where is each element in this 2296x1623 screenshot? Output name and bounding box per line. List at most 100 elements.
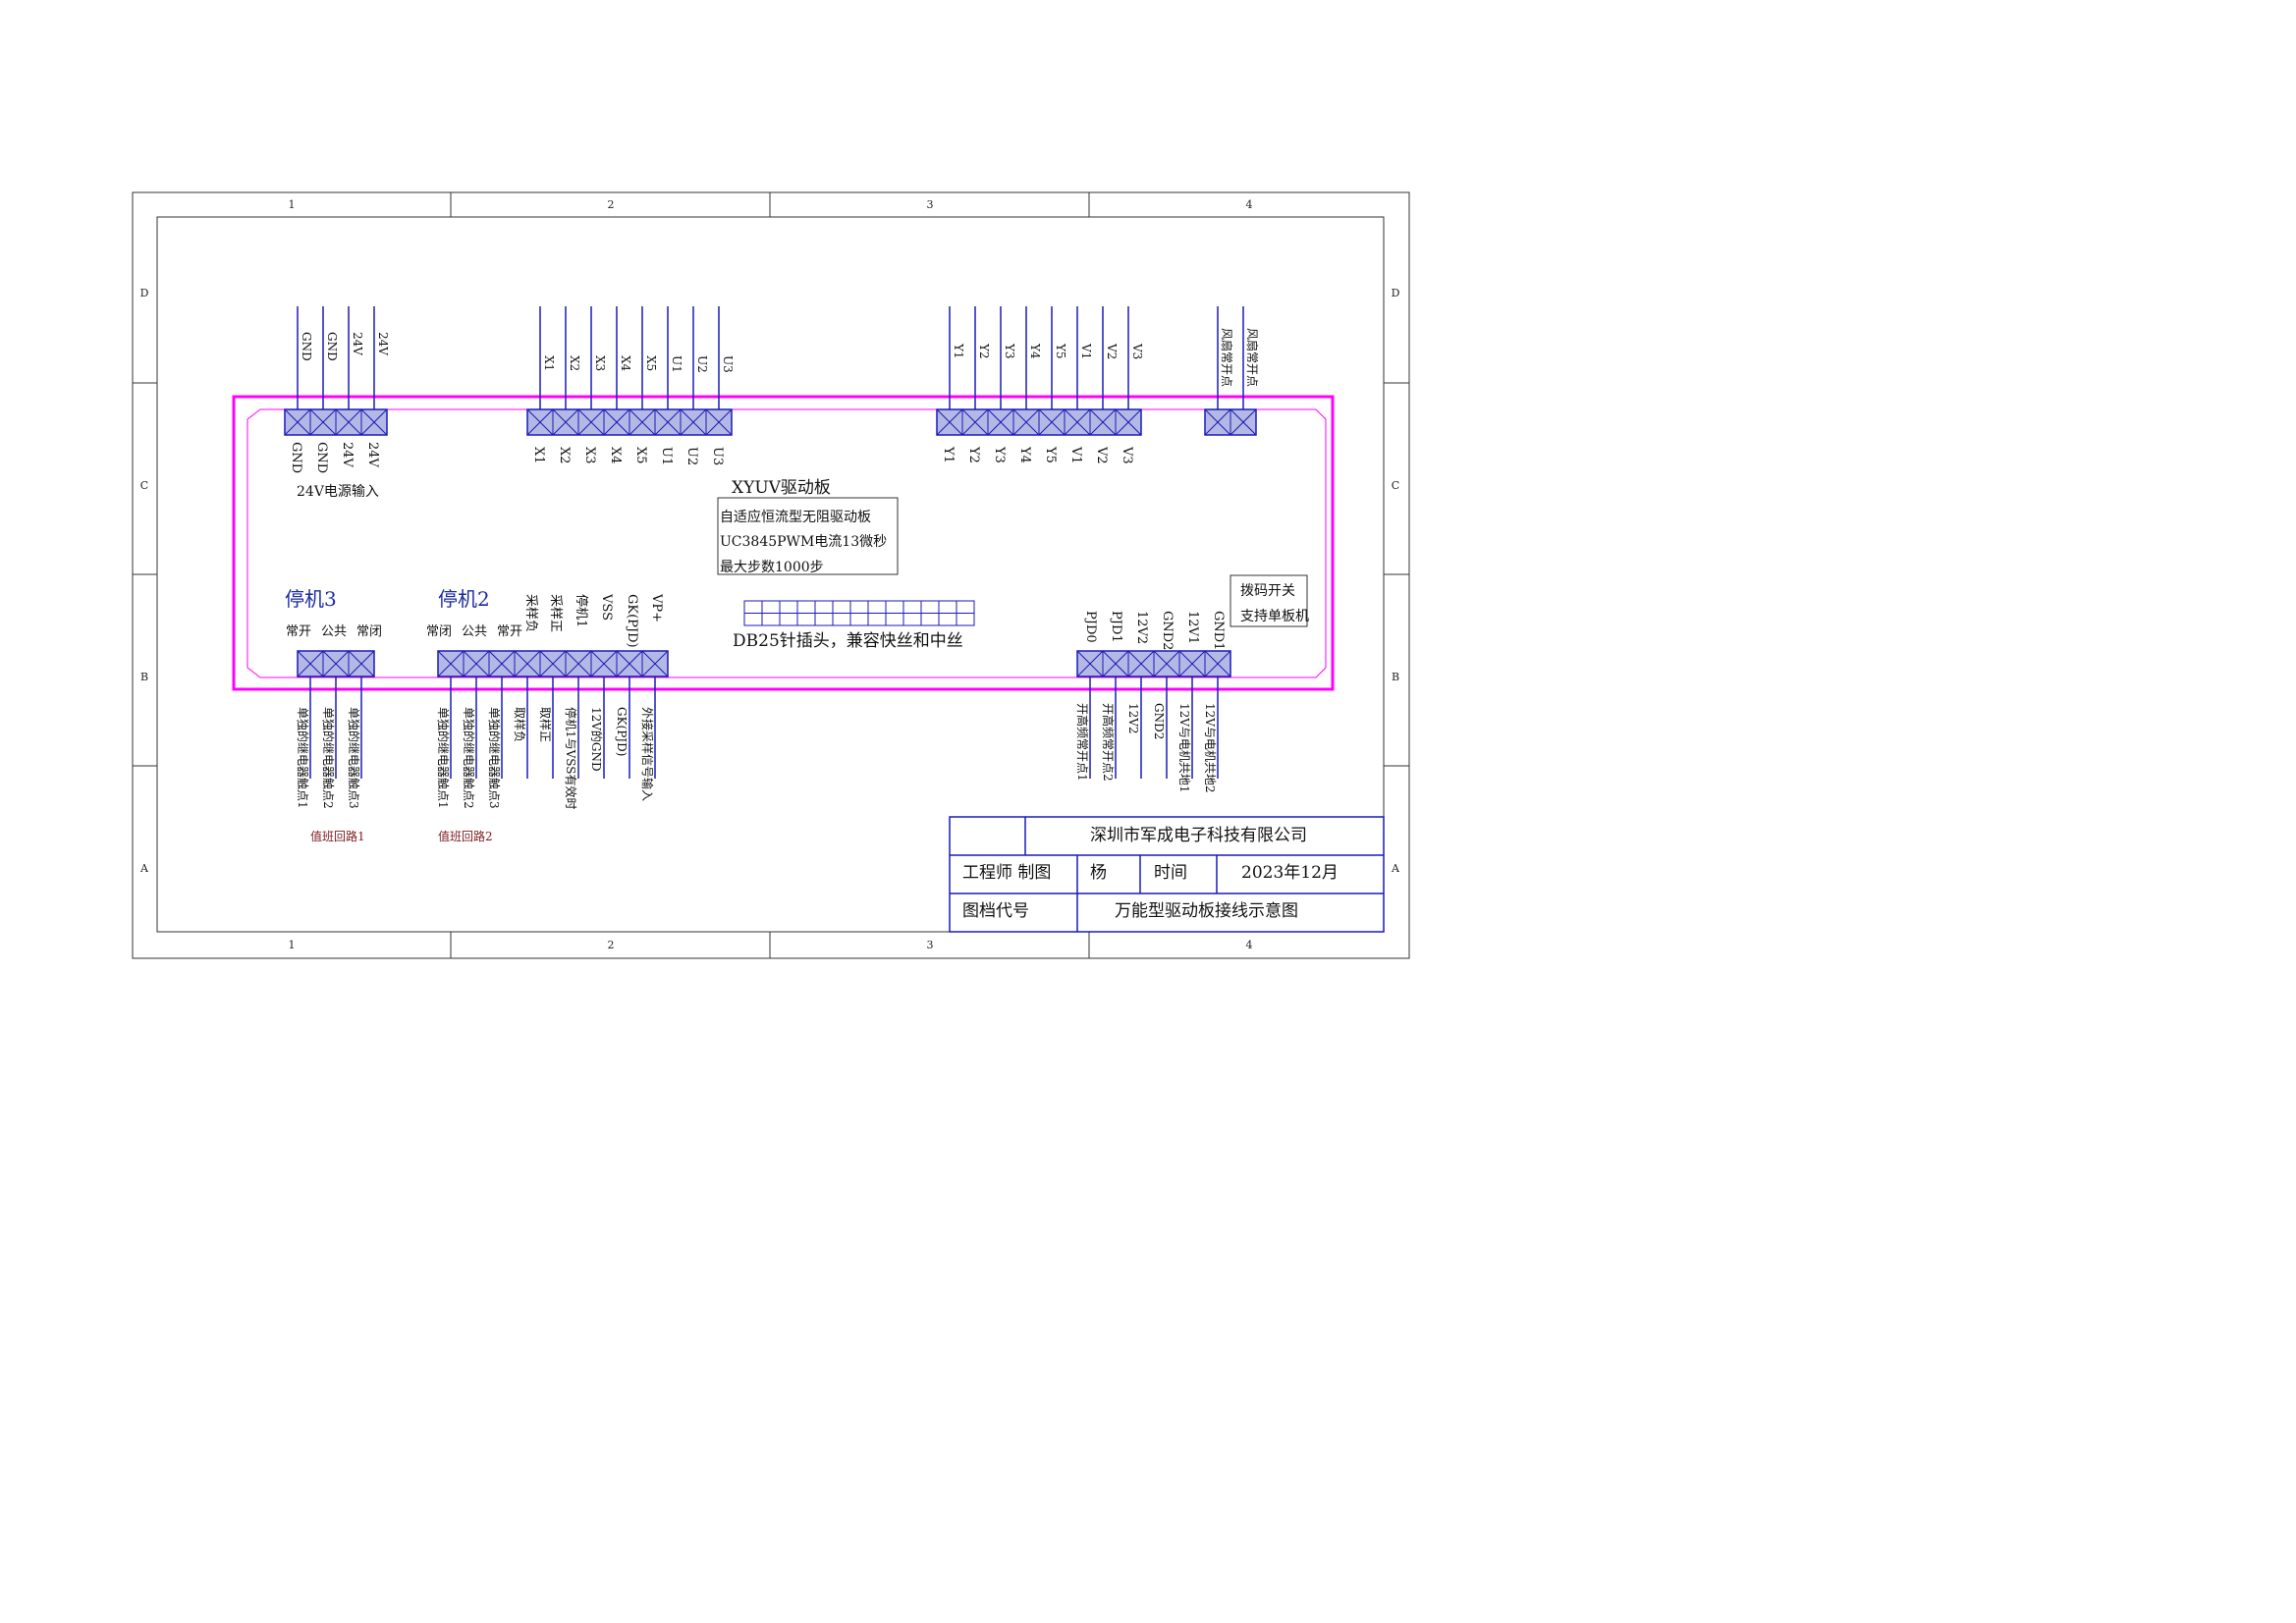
grid-column-label-top: 3: [927, 198, 934, 211]
xu-pin-label: X5: [633, 447, 648, 464]
grid-column-label-top: 2: [608, 198, 615, 211]
yv-pin-label: Y3: [992, 446, 1007, 463]
grid-row-label-right: D: [1392, 287, 1400, 299]
xu-pin-label: X3: [582, 447, 597, 464]
yv-pin-label: Y5: [1043, 446, 1058, 463]
stop2-wire-label: 单独的继电器触点1: [436, 707, 451, 809]
stop3-wire-label: 单独的继电器触点1: [296, 707, 310, 809]
stop2-wire-label: 12V的GND: [589, 707, 604, 772]
stop2-contact-label: 常闭: [426, 624, 452, 639]
pjd-pin-block: [1076, 650, 1231, 677]
pjd-pin-label: 12V1: [1185, 611, 1200, 644]
pjd-wire-label: 12V与电机共地2: [1203, 703, 1217, 793]
grid-column-label-top: 4: [1246, 198, 1253, 211]
stop3-wire-label: 单独的继电器触点2: [321, 707, 336, 809]
drawing-name: 万能型驱动板接线示意图: [1115, 901, 1298, 921]
yv-wire-label: Y5: [1054, 343, 1067, 359]
xu-pin-label: X1: [531, 447, 546, 464]
stop2-wire-label: GK(PJD): [615, 707, 629, 756]
grid-row-label-right: C: [1392, 479, 1399, 492]
stop3-pin-label: 常开: [286, 624, 311, 639]
grid-row-label-right: B: [1392, 671, 1399, 683]
duty-loop-2-caption: 值班回路2: [438, 829, 493, 843]
xu-wire-label: U2: [695, 355, 709, 373]
yv-pin-block: [936, 408, 1142, 436]
grid-column-label-bottom: 3: [927, 939, 934, 951]
stop2-contact-label: 常开: [497, 624, 522, 639]
board-info-line-1: 自适应恒流型无阻驱动板: [720, 509, 871, 525]
wires: [297, 306, 1244, 779]
power-pin-label: 24V: [365, 442, 380, 468]
power-pin-block: [284, 408, 388, 436]
dip-switch-line-2: 支持单板机: [1240, 609, 1309, 624]
grid-column-label-bottom: 1: [289, 939, 296, 951]
board-info-line-2: UC3845PWM电流13微秒: [720, 534, 887, 550]
xu-pin-label: U1: [659, 447, 674, 465]
stop3-title: 停机3: [285, 587, 337, 611]
title-block: [949, 816, 1385, 933]
grid-row-label-left: C: [140, 479, 148, 492]
xu-pin-label: X2: [557, 447, 572, 464]
yv-wire-label: V2: [1105, 343, 1119, 359]
yv-pin-label: V2: [1094, 446, 1109, 464]
board-title: XYUV驱动板: [732, 478, 831, 498]
yv-pin-label: V1: [1068, 446, 1083, 464]
xu-wire-label: X5: [644, 355, 658, 371]
company-name: 深圳市军成电子科技有限公司: [1090, 826, 1307, 845]
drawing-date: 2023年12月: [1241, 863, 1339, 883]
duty-loop-1-caption: 值班回路1: [310, 829, 365, 843]
xu-pin-block: [526, 408, 733, 436]
pjd-pin-label: GND2: [1160, 611, 1175, 650]
engineer-label: 工程师 制图: [962, 863, 1051, 883]
power-pin-label: 24V: [340, 442, 355, 468]
pjd-wire-label: GND2: [1152, 703, 1166, 739]
power-wire-label: 24V: [351, 332, 364, 355]
pjd-pin-label: 12V2: [1134, 611, 1149, 644]
pin-labels: GNDGNDGNDGND24V24V24V24VX1X1X2X2X3X3X4X4…: [286, 328, 1260, 810]
xu-wire-label: U3: [721, 355, 735, 373]
fan-wire-label: 风扇常开点: [1220, 328, 1234, 387]
stop3-pin-block: [297, 650, 375, 677]
db25-caption: DB25针插头，兼容快丝和中丝: [733, 631, 963, 651]
board-outline: [232, 395, 1335, 691]
stop2-pin-label: VSS: [599, 593, 614, 621]
board-info-box: [717, 497, 899, 575]
grid-row-label-left: D: [140, 287, 149, 299]
xu-pin-label: U2: [684, 447, 699, 465]
stop2-pin-label: 停机1: [574, 594, 589, 627]
xu-wire-label: X4: [619, 355, 632, 372]
stop2-wire-label: 取样负: [513, 707, 527, 742]
frame-dividers: [133, 192, 1409, 958]
stop2-pin-block: [437, 650, 669, 677]
xu-pin-label: X4: [608, 447, 623, 464]
stop2-title: 停机2: [438, 587, 490, 611]
stop2-wire-label: 单独的继电器触点2: [462, 707, 476, 809]
yv-pin-label: Y1: [941, 446, 956, 463]
grid-column-label-bottom: 4: [1246, 939, 1253, 951]
xu-wire-label: X3: [593, 355, 607, 371]
grid-row-label-left: B: [140, 671, 148, 683]
pjd-pin-label: PJD0: [1083, 611, 1098, 643]
stop3-pin-label: 公共: [321, 624, 347, 639]
stop3-wire-label: 单独的继电器触点3: [347, 707, 361, 809]
yv-wire-label: V1: [1079, 343, 1093, 359]
board-info-line-3: 最大步数1000步: [720, 560, 824, 575]
pin-blocks: [284, 408, 1257, 677]
xu-wire-label: X1: [542, 355, 556, 371]
pjd-wire-label: 开高频常开点2: [1101, 703, 1116, 782]
pjd-pin-label: PJD1: [1109, 611, 1123, 643]
yv-pin-label: Y4: [1017, 446, 1032, 463]
power-wire-label: 24V: [376, 332, 390, 355]
engineer-name: 杨: [1090, 863, 1107, 883]
power-caption: 24V电源输入: [297, 484, 379, 500]
yv-pin-label: Y2: [966, 446, 981, 463]
grid-column-label-bottom: 2: [608, 939, 615, 951]
grid-row-label-left: A: [139, 862, 149, 875]
power-pin-label: GND: [314, 442, 329, 473]
yv-pin-label: V3: [1120, 446, 1134, 464]
power-pin-label: GND: [289, 442, 303, 473]
xu-pin-label: U3: [710, 447, 725, 465]
stop2-wire-label: 单独的继电器触点3: [487, 707, 502, 809]
